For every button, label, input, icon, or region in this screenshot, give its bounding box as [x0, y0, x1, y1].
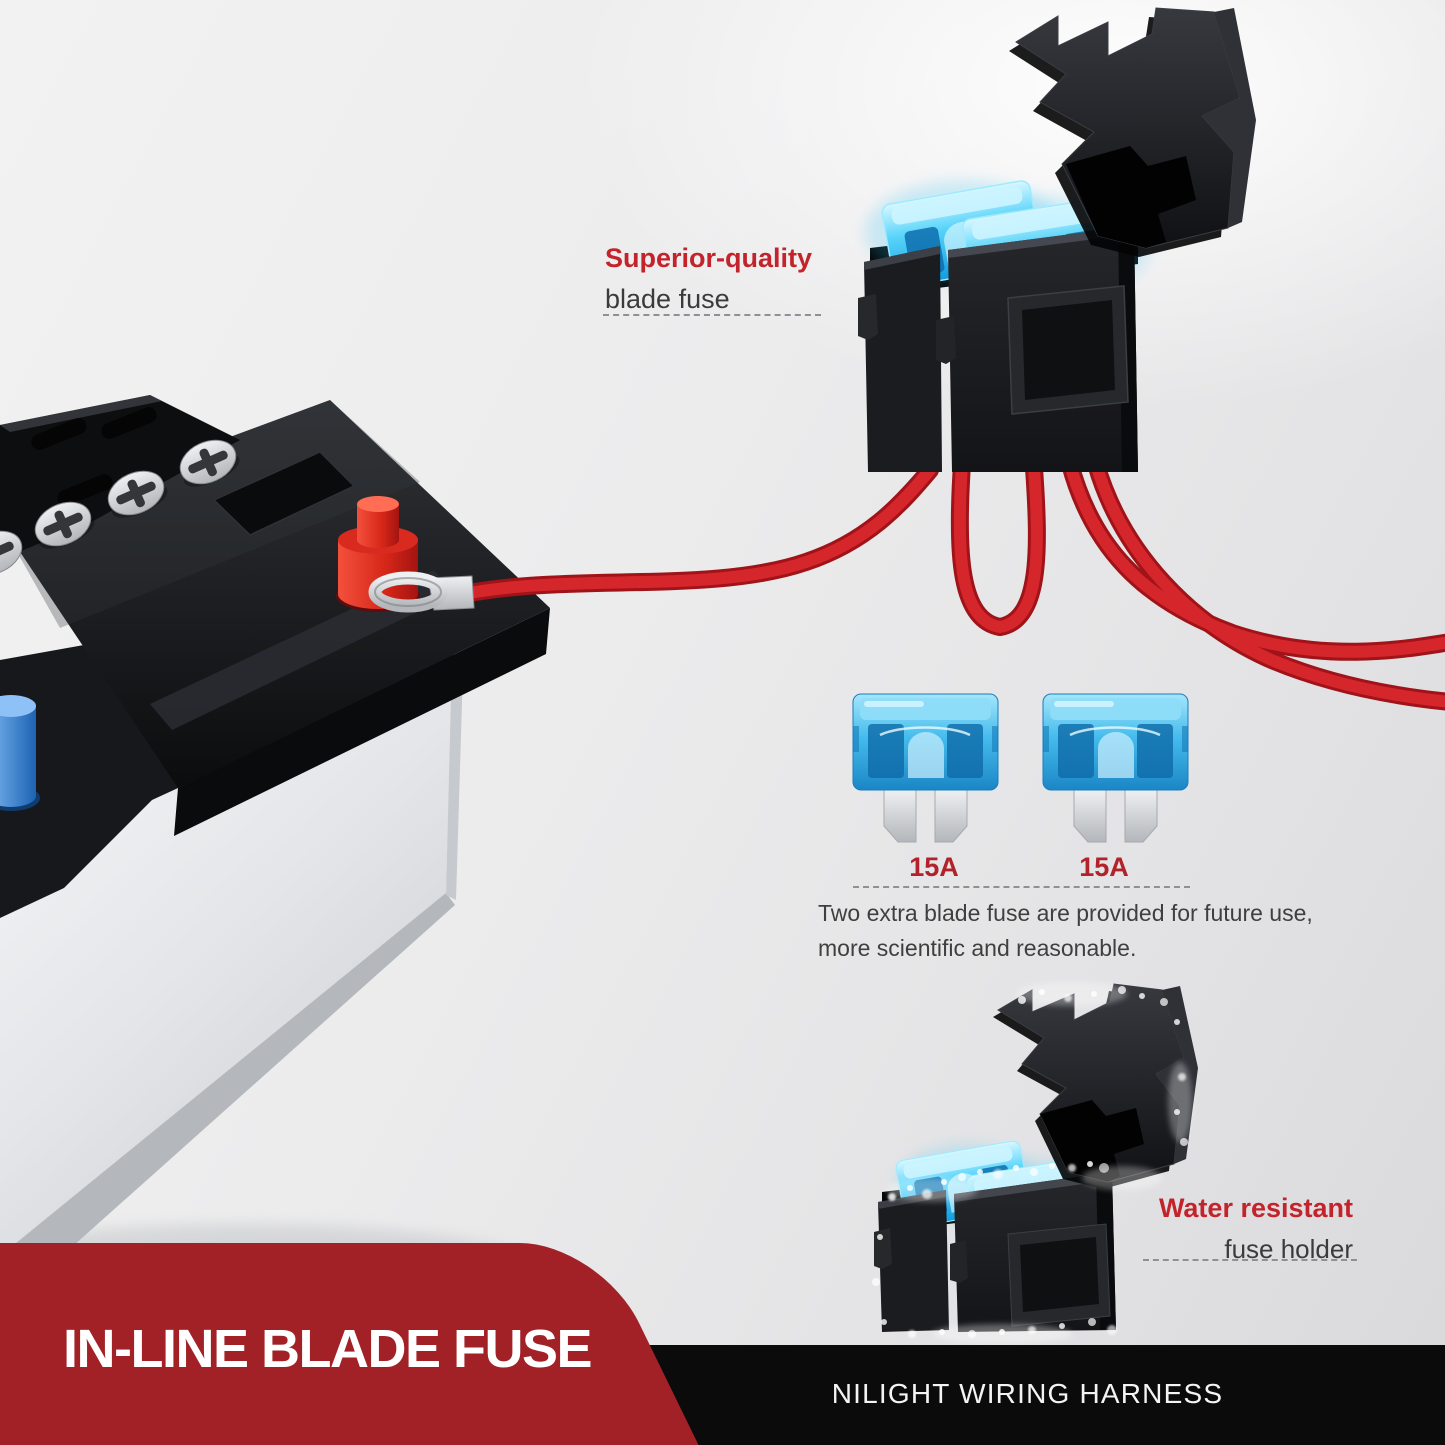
dashed-divider [603, 314, 821, 316]
screw-cap [0, 530, 23, 576]
callout-fuse-holder-subtitle: fuse holder [1224, 1233, 1353, 1264]
screw-cap [34, 501, 95, 549]
callout-fuse-holder: Water resistant fuse holder [1100, 1193, 1353, 1265]
negative-terminal [0, 695, 40, 811]
spare-fuse-note-line2: more scientific and reasonable. [818, 935, 1137, 961]
spare-fuse [1042, 693, 1189, 843]
spare-fuse-note-line1: Two extra blade fuse are provided for fu… [818, 900, 1313, 926]
spare-fuse [852, 693, 999, 843]
spare-fuses-illustration [852, 693, 1189, 843]
callout-blade-fuse: Superior-quality blade fuse [605, 243, 812, 316]
dashed-divider [1143, 1259, 1357, 1261]
callout-blade-fuse-subtitle: blade fuse [605, 283, 730, 314]
fuse-holder-illustration [858, 7, 1256, 472]
water-spray [872, 982, 1192, 1344]
fuse-amp-label-left: 15A [909, 852, 959, 882]
headline-text: IN-LINE BLADE FUSE [63, 1319, 593, 1379]
callout-blade-fuse-title: Superior-quality [605, 243, 813, 273]
wiring-harness [437, 455, 1445, 711]
water-resistant-holder-illustration [872, 982, 1198, 1344]
screw-cap [107, 470, 168, 518]
brand-bar [560, 1345, 1445, 1445]
screw-cap [179, 439, 240, 487]
fuse-amp-label-right: 15A [1079, 852, 1129, 882]
spare-fuse-note: Two extra blade fuse are provided for fu… [818, 896, 1313, 966]
dashed-divider [853, 886, 1190, 888]
ring-terminal [368, 571, 475, 613]
brand-text: NILIGHT WIRING HARNESS [831, 1378, 1224, 1409]
callout-fuse-holder-title: Water resistant [1158, 1193, 1353, 1223]
battery-illustration [0, 395, 550, 1316]
